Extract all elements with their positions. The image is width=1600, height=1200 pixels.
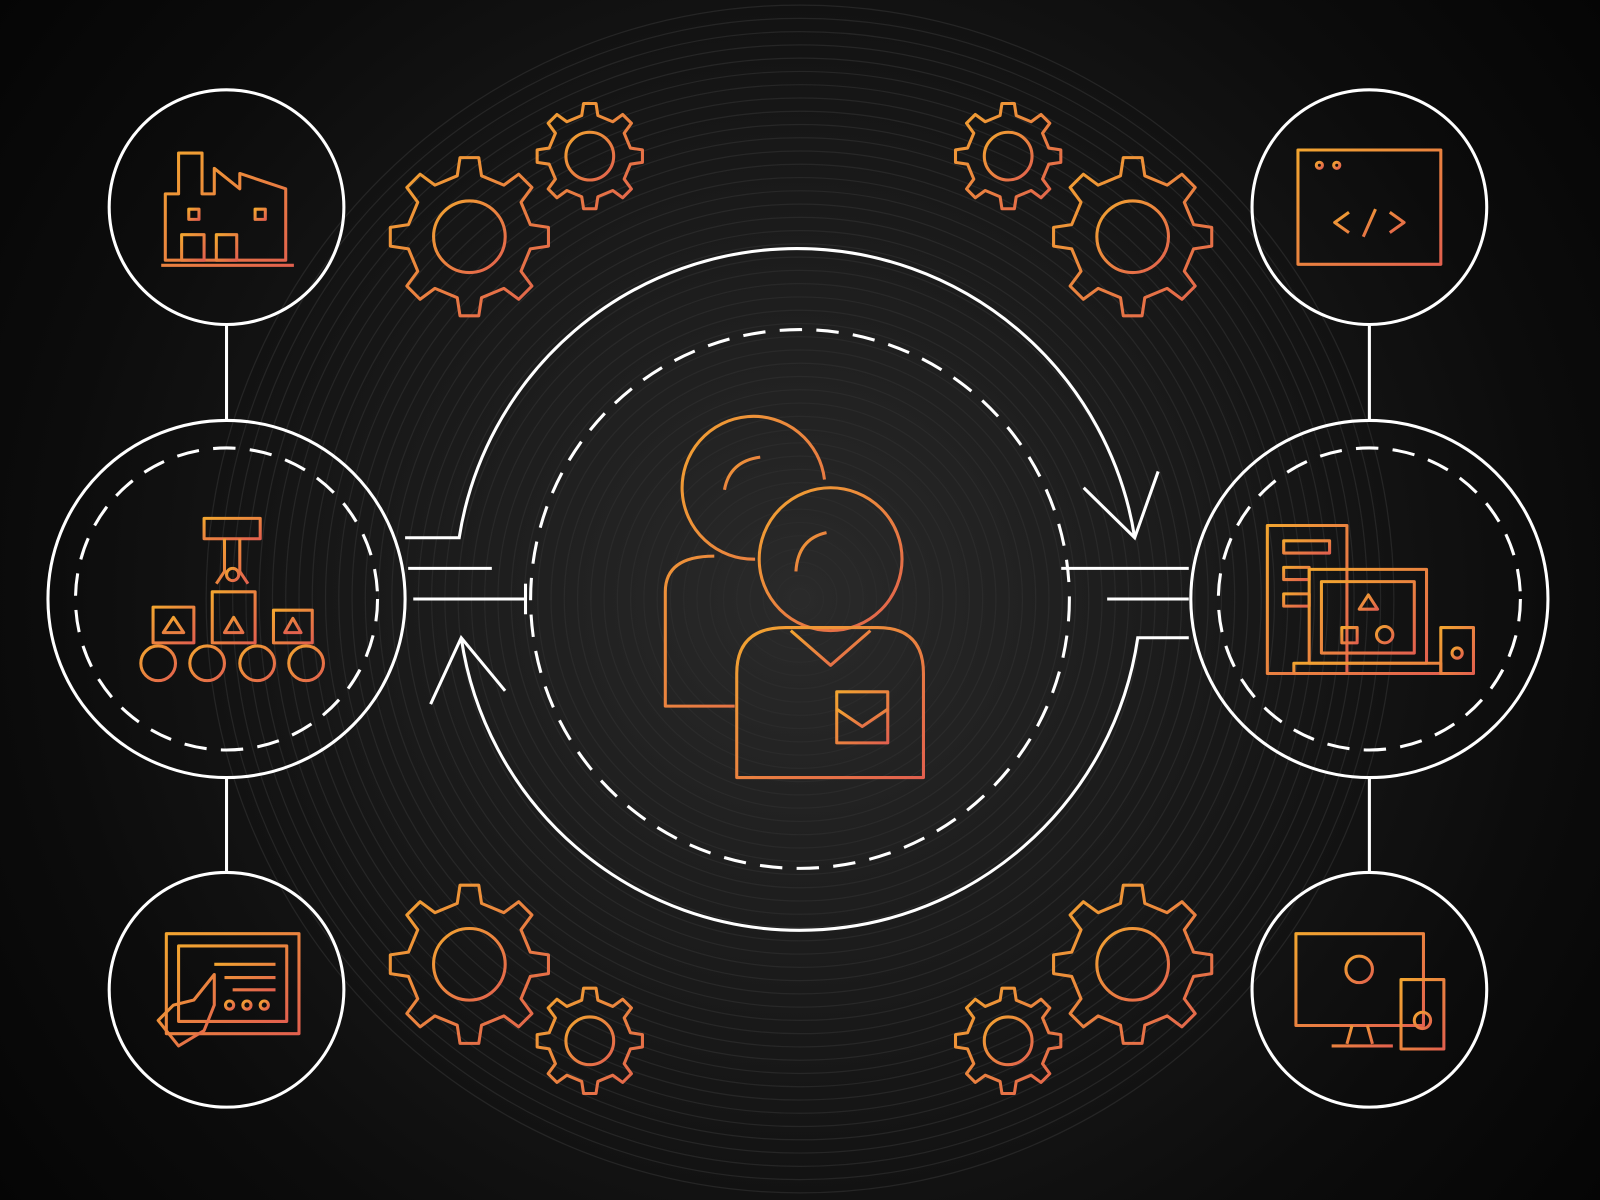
node-mid-right-dashed <box>1216 446 1522 752</box>
gear-icon <box>388 883 550 1045</box>
monitor-phone-icon <box>1294 932 1446 1051</box>
conveyor-robot-arm-icon <box>139 516 325 683</box>
node-bottom-right <box>1250 870 1489 1109</box>
arrowhead-left <box>429 634 507 705</box>
bottom-arc-arrow <box>459 636 1189 932</box>
arrowhead-right <box>1082 470 1160 541</box>
factory-icon <box>161 151 294 267</box>
node-mid-left-dashed <box>73 446 380 752</box>
node-top-left <box>107 88 346 327</box>
gear-icon <box>388 156 550 318</box>
code-window-icon <box>1296 148 1443 266</box>
center-dashed-ring <box>529 328 1071 870</box>
node-top-right <box>1250 88 1489 327</box>
touchscreen-hand-icon <box>156 932 301 1048</box>
node-bottom-left <box>107 870 346 1109</box>
gear-icon <box>953 101 1063 211</box>
gear-icon <box>535 986 644 1095</box>
gear-icon <box>535 101 644 211</box>
top-arc-arrow <box>405 247 1137 540</box>
connectors <box>46 88 1550 1109</box>
gear-icon <box>1052 156 1214 318</box>
gear-icon <box>953 986 1063 1095</box>
gear-icon <box>1052 883 1214 1045</box>
users-icon <box>663 414 925 780</box>
background-rings <box>205 4 1395 1194</box>
gears <box>388 101 1214 1095</box>
devices-iot-icon <box>1265 523 1475 675</box>
